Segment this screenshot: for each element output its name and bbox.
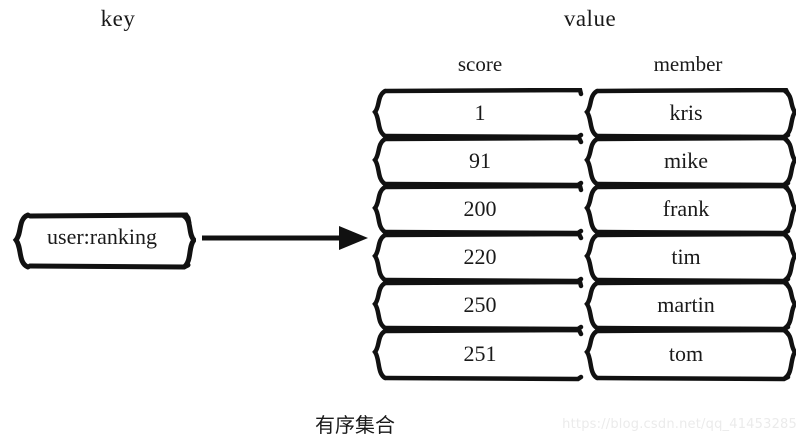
- watermark: https://blog.csdn.net/qq_41453285: [562, 417, 797, 432]
- key-box-text: user:ranking: [47, 224, 157, 249]
- key-box: user:ranking: [8, 211, 198, 271]
- value-table-outline: [372, 87, 798, 382]
- member-column-header: member: [653, 52, 723, 76]
- arrow-glyph: [202, 226, 368, 250]
- key-box-outline: [12, 212, 198, 270]
- value-table: 1 kris 91 mike 200 frank 220 tim 250 mar…: [372, 87, 798, 388]
- key-column-label: key: [100, 6, 136, 31]
- arrow-icon: [196, 218, 372, 258]
- diagram-caption: 有序集合: [315, 413, 395, 437]
- value-column-label: value: [563, 6, 617, 31]
- score-column-header: score: [457, 52, 503, 76]
